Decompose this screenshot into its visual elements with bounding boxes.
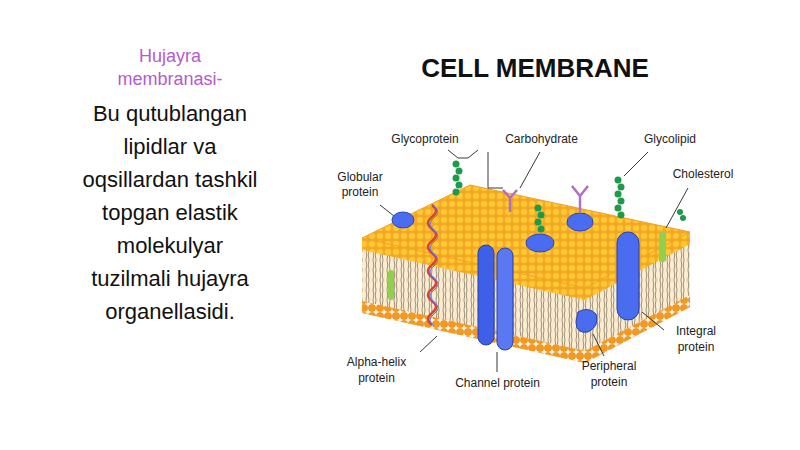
carbohydrate-chains [453,161,687,233]
part-label: Integral protein [662,323,730,355]
proteins [388,205,666,350]
part-label: Alpha-helix protein [334,354,419,386]
integral-protein-shape [617,232,639,320]
bilayer-top-surface [362,185,690,288]
carbohydrate-branches [503,186,588,212]
surface-protein [567,213,593,231]
lipid-bilayer [362,185,690,363]
alpha-helix-shade [430,206,438,326]
channel-protein-right [497,248,513,350]
part-label: Glycolipid [628,132,712,147]
part-label: Glycoprotein [375,132,475,147]
part-label: Carbohydrate [494,132,589,147]
surface-protein [526,234,554,252]
slide-paragraph: Bu qutublangan lipidlar va oqsillardan t… [80,97,260,328]
part-label: Channel protein [440,375,555,391]
globular-protein-shape [392,212,414,228]
lower-heads-left [362,301,585,363]
diagram-title: CELL MEMBRANE [375,52,695,84]
part-label: Peripheral protein [570,358,648,390]
peripheral-protein-shape [576,309,597,332]
channel-protein-left [478,245,494,345]
slide-heading: Hujayra membranasi- [85,45,255,91]
part-label: Cholesterol [658,167,748,182]
leader-lines [380,150,688,372]
cholesterol-shape [388,270,394,300]
cholesterol-shape [659,232,666,262]
part-label: Globular protein [326,170,394,200]
